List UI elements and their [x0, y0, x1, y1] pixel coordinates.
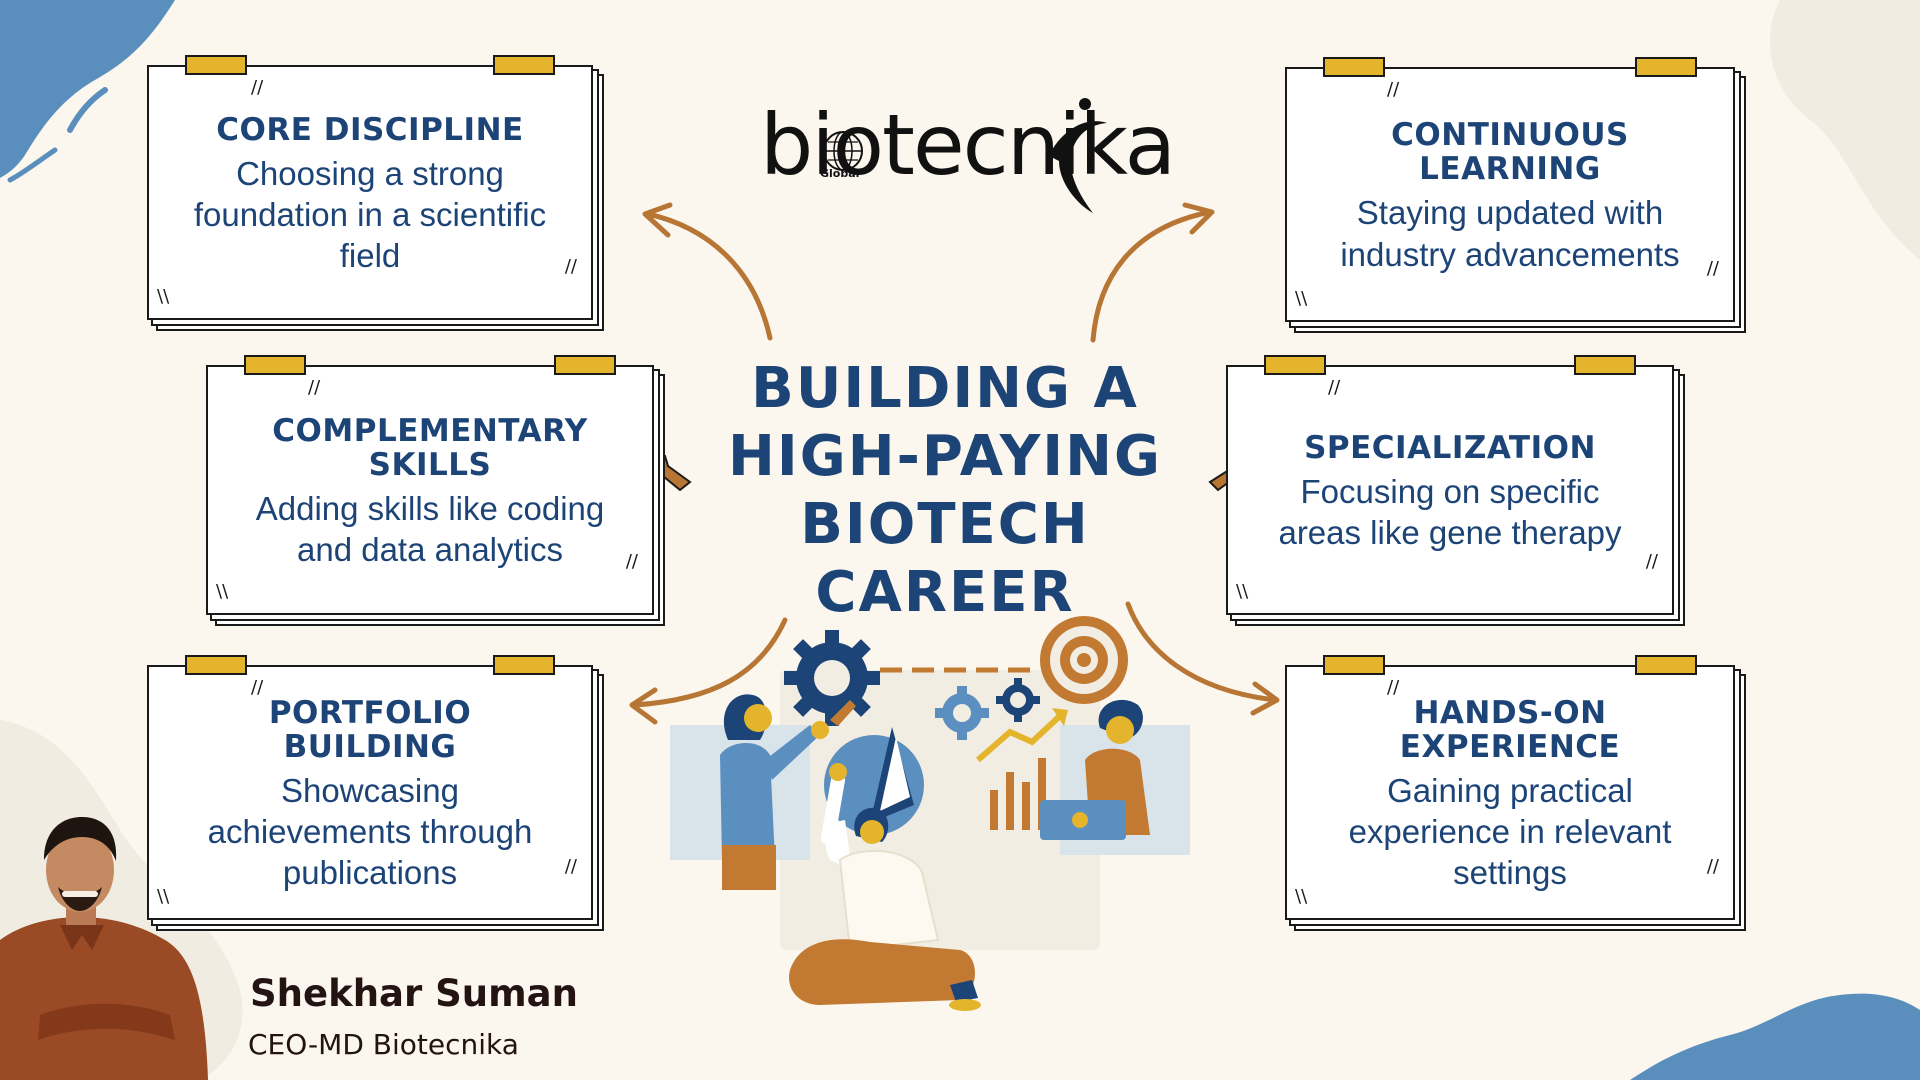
- gear-icon: [935, 686, 989, 740]
- tape: [185, 55, 247, 75]
- team-strategy-illustration: [670, 616, 1190, 1011]
- presenter-name: Shekhar Suman: [250, 972, 578, 1015]
- bar-chart-icon: [976, 708, 1068, 830]
- card-core-discipline: // \\ // CORE DISCIPLINE Choosing a stro…: [147, 55, 593, 320]
- scribble-mark: \\: [1236, 581, 1249, 602]
- scribble-mark: //: [625, 551, 638, 572]
- person-figure: [789, 763, 981, 1011]
- logo-wordmark: biotecnika: [760, 96, 1176, 194]
- scribble-mark: //: [251, 677, 264, 698]
- gear-icon: [784, 630, 880, 726]
- arrow-to-continuous-learning: [1090, 209, 1213, 343]
- person-figure: [1040, 699, 1150, 840]
- arrow-to-core-discipline: [645, 211, 773, 341]
- scribble-mark: //: [564, 256, 577, 277]
- card-description: Adding skills like coding and data analy…: [255, 489, 605, 569]
- card-description: Focusing on specific areas like gene the…: [1278, 472, 1622, 552]
- scribble-mark: \\: [157, 886, 170, 907]
- tape: [1635, 655, 1697, 675]
- tape: [554, 355, 616, 375]
- card-title: PORTFOLIO BUILDING: [268, 694, 472, 765]
- tape: [493, 55, 555, 75]
- scribble-mark: \\: [1295, 288, 1308, 309]
- card-complementary-skills: // \\ // COMPLEMENTARY SKILLS Adding ski…: [206, 355, 654, 615]
- pie-chart-icon: [824, 727, 924, 835]
- tape: [493, 655, 555, 675]
- scribble-mark: //: [1328, 377, 1341, 398]
- presenter-photo: [0, 817, 208, 1080]
- card-title: COMPLEMENTARY SKILLS: [272, 412, 588, 483]
- bottom-right-blob: [1630, 993, 1920, 1080]
- scribble-mark: //: [1706, 258, 1719, 279]
- card-description: Choosing a strong foundation in a scient…: [193, 154, 547, 275]
- card-hands-on-experience: // \\ // HANDS-ON EXPERIENCE Gaining pra…: [1285, 655, 1735, 920]
- scribble-mark: //: [564, 856, 577, 877]
- tape: [185, 655, 247, 675]
- logo-figure-mark: [1049, 98, 1107, 213]
- scribble-mark: //: [1645, 551, 1658, 572]
- card-specialization: // \\ // SPECIALIZATION Focusing on spec…: [1226, 355, 1674, 615]
- scribble-mark: //: [1387, 677, 1400, 698]
- card-title: CONTINUOUS LEARNING: [1391, 117, 1629, 188]
- tape: [1323, 655, 1385, 675]
- card-description: Gaining practical experience in relevant…: [1348, 771, 1672, 892]
- center-title: BUILDING A HIGH-PAYING BIOTECH CAREER: [728, 356, 1162, 625]
- top-right-faint-blob: [1770, 0, 1920, 260]
- tape: [1264, 355, 1326, 375]
- scribble-mark: \\: [157, 286, 170, 307]
- scribble-mark: \\: [216, 581, 229, 602]
- person-figure: [720, 694, 856, 890]
- tape: [244, 355, 306, 375]
- card-title: SPECIALIZATION: [1304, 429, 1596, 466]
- globe-icon: [823, 131, 863, 171]
- card-title: HANDS-ON EXPERIENCE: [1399, 694, 1621, 765]
- card-description: Staying updated with industry advancemen…: [1340, 194, 1680, 273]
- scribble-mark: //: [1387, 79, 1400, 100]
- tape: [1574, 355, 1636, 375]
- scribble-mark: \\: [1295, 886, 1308, 907]
- card-title: CORE DISCIPLINE: [216, 111, 524, 148]
- arrow-to-complementary-skills: [646, 454, 692, 492]
- scribble-mark: //: [308, 377, 321, 398]
- biotecnika-logo: biotecnika Global: [760, 95, 1176, 215]
- tape: [1323, 57, 1385, 77]
- logo-subtext: Global: [820, 167, 860, 180]
- arrow-to-portfolio-building: [631, 617, 788, 708]
- card-portfolio-building: // \\ // PORTFOLIO BUILDING Showcasing a…: [147, 655, 593, 920]
- card-continuous-learning: // \\ // CONTINUOUS LEARNING Staying upd…: [1285, 57, 1735, 322]
- presenter-role: CEO-MD Biotecnika: [248, 1028, 519, 1061]
- tape: [1635, 57, 1697, 77]
- arrow-to-hands-on-experience: [1125, 601, 1278, 703]
- gear-icon: [996, 678, 1040, 722]
- scribble-mark: //: [251, 77, 264, 98]
- card-description: Showcasing achievements through publicat…: [207, 771, 533, 892]
- scribble-mark: //: [1706, 856, 1719, 877]
- top-left-blob: [0, 0, 175, 183]
- target-icon: [1040, 616, 1128, 704]
